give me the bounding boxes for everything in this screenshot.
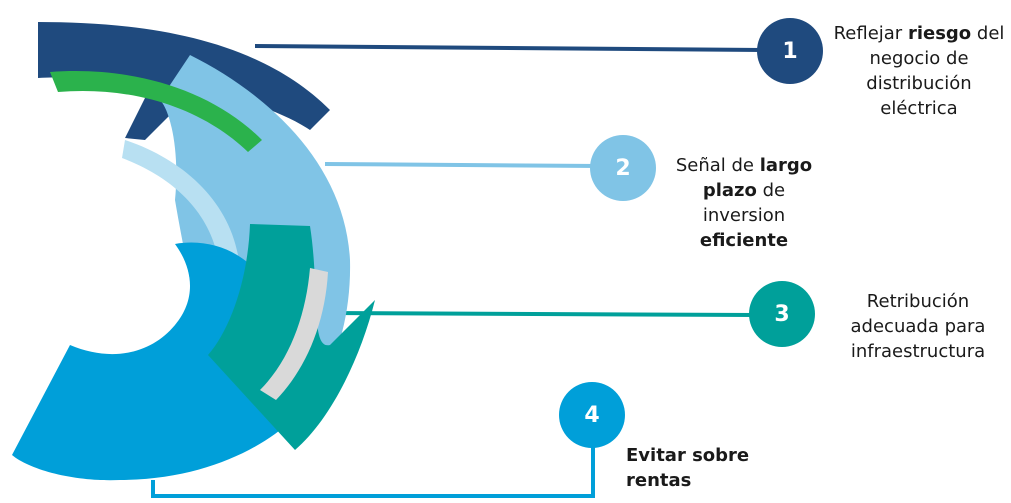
caption-2-run-1: largo plazo xyxy=(702,155,813,201)
caption-2-run-2: de inversion xyxy=(702,180,786,226)
connector-line-2 xyxy=(324,162,601,168)
step-badge-3: 3 xyxy=(749,281,815,347)
step-badge-1: 1 xyxy=(757,18,823,84)
caption-1-run-0: Reflejar xyxy=(833,23,908,44)
caption-4: Evitar sobre rentas xyxy=(626,443,796,493)
connector-line-4 xyxy=(151,440,595,498)
grey-arc xyxy=(260,268,328,400)
caption-3: Retribución adecuada para infraestructur… xyxy=(828,289,1008,364)
cyan-arc xyxy=(12,242,292,481)
caption-1-run-1: riesgo xyxy=(907,23,972,44)
step-badge-4: 4 xyxy=(559,382,625,448)
caption-1: Reflejar riesgo del negocio de distribuc… xyxy=(829,21,1009,121)
caption-1-run-2: del negocio de distribución eléctrica xyxy=(866,23,1005,119)
connector-line-3 xyxy=(324,311,756,317)
green-arc xyxy=(50,71,262,152)
connector-line-1 xyxy=(254,44,771,52)
teal-arc xyxy=(208,224,375,450)
caption-2: Señal de largo plazo de inversion eficie… xyxy=(664,153,824,253)
caption-2-run-3: eficiente xyxy=(699,230,789,251)
step-badge-2: 2 xyxy=(590,135,656,201)
caption-4-run-0: Evitar sobre rentas xyxy=(626,445,750,491)
caption-3-run-0: Retribución adecuada para infraestructur… xyxy=(850,291,986,362)
caption-2-run-0: Señal de xyxy=(675,155,760,176)
